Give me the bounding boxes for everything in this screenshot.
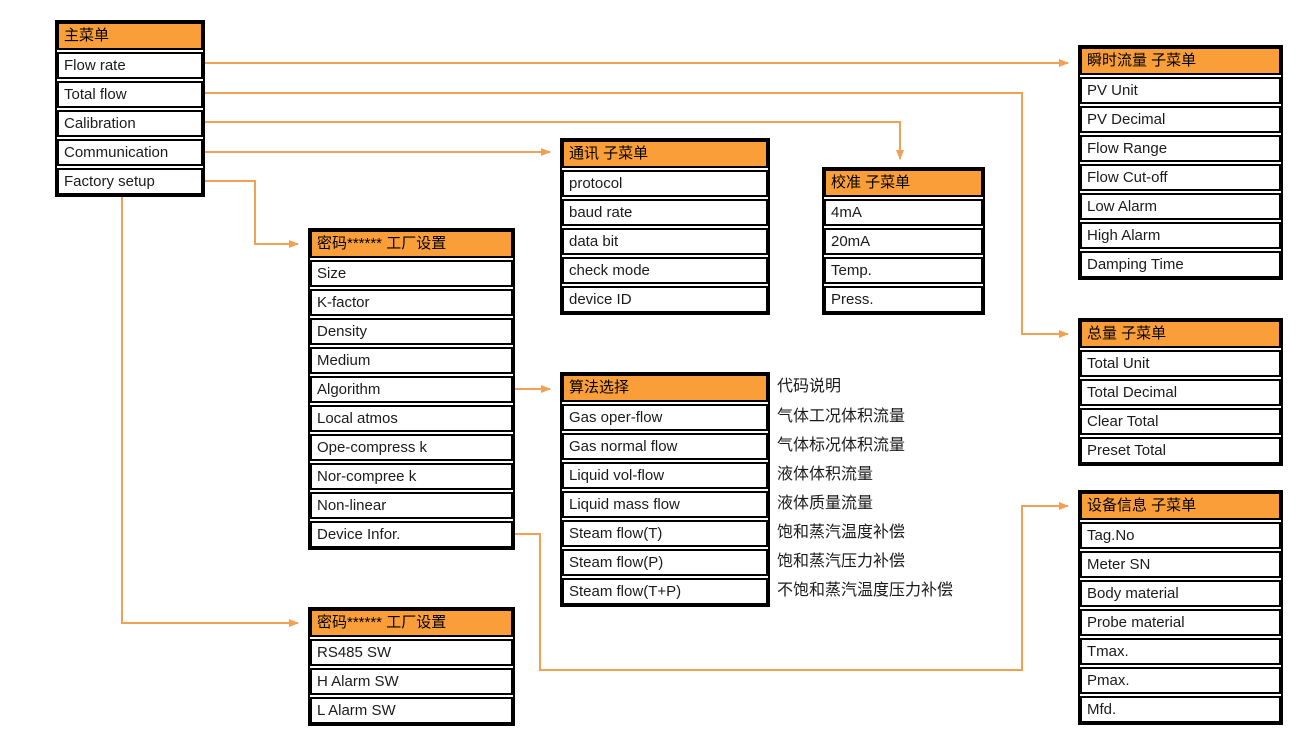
calibration-submenu-header: 校准 子菜单 bbox=[824, 169, 983, 197]
menu-item: RS485 SW bbox=[310, 639, 513, 666]
menu-item: Tmax. bbox=[1080, 638, 1281, 665]
factory-setup-menu-1-header: 密码****** 工厂设置 bbox=[310, 230, 513, 258]
menu-item: Preset Total bbox=[1080, 437, 1281, 464]
description-item: 饱和蒸汽压力补偿 bbox=[777, 553, 906, 570]
arrow-calibration-to-calibration-submenu bbox=[205, 121, 904, 160]
menu-item: Calibration bbox=[57, 110, 203, 137]
menu-item: device ID bbox=[562, 286, 768, 313]
menu-item: Damping Time bbox=[1080, 251, 1281, 278]
algorithm-descriptions-column: 代码说明 气体工况体积流量气体标况体积流量液体体积流量液体质量流量饱和蒸汽温度补… bbox=[777, 372, 1047, 605]
menu-item: Pmax. bbox=[1080, 667, 1281, 694]
menu-item: Clear Total bbox=[1080, 408, 1281, 435]
menu-item: Size bbox=[310, 260, 513, 287]
menu-item: Gas oper-flow bbox=[562, 404, 768, 431]
menu-item: PV Decimal bbox=[1080, 106, 1281, 133]
menu-item: PV Unit bbox=[1080, 77, 1281, 104]
menu-item: Steam flow(P) bbox=[562, 549, 768, 576]
menu-item: Total Unit bbox=[1080, 350, 1281, 377]
menu-item: protocol bbox=[562, 170, 768, 197]
menu-item: Nor-compree k bbox=[310, 463, 513, 490]
menu-item: Liquid mass flow bbox=[562, 491, 768, 518]
menu-item: baud rate bbox=[562, 199, 768, 226]
description-item: 饱和蒸汽温度补偿 bbox=[777, 524, 906, 541]
algorithm-menu-header: 算法选择 bbox=[562, 374, 768, 402]
menu-item: Probe material bbox=[1080, 609, 1281, 636]
menu-item: K-factor bbox=[310, 289, 513, 316]
menu-item: Communication bbox=[57, 139, 203, 166]
instant-flow-submenu-header: 瞬时流量 子菜单 bbox=[1080, 47, 1281, 75]
menu-item: Body material bbox=[1080, 580, 1281, 607]
menu-item: High Alarm bbox=[1080, 222, 1281, 249]
factory-setup-menu-2-header: 密码****** 工厂设置 bbox=[310, 609, 513, 637]
menu-item: H Alarm SW bbox=[310, 668, 513, 695]
menu-item: Ope-compress k bbox=[310, 434, 513, 461]
menu-item: Density bbox=[310, 318, 513, 345]
menu-item: Steam flow(T) bbox=[562, 520, 768, 547]
device-info-submenu-header: 设备信息 子菜单 bbox=[1080, 492, 1281, 520]
menu-item: Medium bbox=[310, 347, 513, 374]
menu-item: Total flow bbox=[57, 81, 203, 108]
description-item: 气体标况体积流量 bbox=[777, 437, 906, 454]
description-item: 液体体积流量 bbox=[777, 466, 874, 483]
algorithm-descriptions-items: 气体工况体积流量气体标况体积流量液体体积流量液体质量流量饱和蒸汽温度补偿饱和蒸汽… bbox=[777, 402, 1047, 605]
main-menu-header: 主菜单 bbox=[57, 22, 203, 50]
menu-item: Factory setup bbox=[57, 168, 203, 195]
description-item: 不饱和蒸汽温度压力补偿 bbox=[777, 582, 954, 599]
menu-item: Flow rate bbox=[57, 52, 203, 79]
menu-item: 4mA bbox=[824, 199, 983, 226]
menu-item: Mfd. bbox=[1080, 696, 1281, 723]
menu-item: data bit bbox=[562, 228, 768, 255]
menu-item: Liquid vol-flow bbox=[562, 462, 768, 489]
menu-item: Algorithm bbox=[310, 376, 513, 403]
menu-item: Non-linear bbox=[310, 492, 513, 519]
menu-item: Tag.No bbox=[1080, 522, 1281, 549]
menu-item: Press. bbox=[824, 286, 983, 313]
description-item: 液体质量流量 bbox=[777, 495, 874, 512]
menu-item: Low Alarm bbox=[1080, 193, 1281, 220]
menu-item: Steam flow(T+P) bbox=[562, 578, 768, 605]
total-submenu-header: 总量 子菜单 bbox=[1080, 320, 1281, 348]
arrow-factory-setup-to-factory-menu-1 bbox=[205, 180, 299, 248]
menu-item: check mode bbox=[562, 257, 768, 284]
menu-item: Meter SN bbox=[1080, 551, 1281, 578]
menu-item: Gas normal flow bbox=[562, 433, 768, 460]
menu-item: Total Decimal bbox=[1080, 379, 1281, 406]
algorithm-descriptions-title: 代码说明 bbox=[777, 378, 842, 395]
menu-item: Flow Range bbox=[1080, 135, 1281, 162]
menu-item: L Alarm SW bbox=[310, 697, 513, 724]
arrow-main-menu-to-factory-menu-2 bbox=[121, 197, 299, 627]
communication-submenu-header: 通讯 子菜单 bbox=[562, 140, 768, 168]
menu-item: Flow Cut-off bbox=[1080, 164, 1281, 191]
menu-item: 20mA bbox=[824, 228, 983, 255]
description-item: 气体工况体积流量 bbox=[777, 408, 906, 425]
menu-item: Local atmos bbox=[310, 405, 513, 432]
menu-item: Device Infor. bbox=[310, 521, 513, 548]
menu-item: Temp. bbox=[824, 257, 983, 284]
